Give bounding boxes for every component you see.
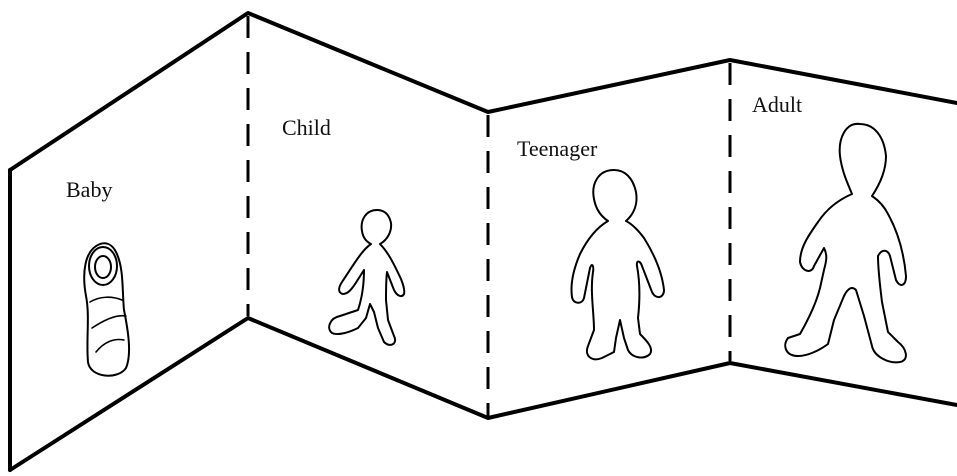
- baby-wrap-fold-1: [89, 296, 123, 303]
- baby-figure-icon: [83, 242, 131, 377]
- baby-wrap-fold-2: [91, 314, 127, 329]
- label-adult: Adult: [752, 92, 802, 117]
- strip-bottom-edge: [8, 316, 957, 472]
- adult-figure-icon: [784, 122, 907, 364]
- label-child: Child: [282, 115, 331, 140]
- teenager-silhouette: [570, 169, 665, 361]
- child-figure-icon: [328, 209, 406, 346]
- label-baby: Baby: [66, 177, 112, 202]
- teenager-figure-icon: [570, 169, 665, 361]
- strip-top-edge: [8, 11, 957, 172]
- baby-wrap-fold-3: [95, 338, 125, 353]
- baby-face: [94, 255, 112, 279]
- label-teenager: Teenager: [517, 136, 598, 161]
- child-silhouette: [328, 209, 406, 346]
- adult-silhouette: [784, 122, 907, 364]
